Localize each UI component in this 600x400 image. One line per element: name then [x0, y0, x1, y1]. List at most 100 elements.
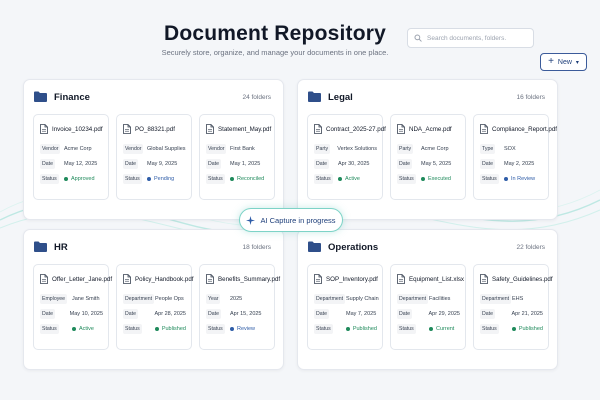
file-name[interactable]: Offer_Letter_Jane.pdf — [52, 275, 113, 283]
folder-panel-legal[interactable]: Legal 16 folders Contract_2025-27.pdf Pa… — [297, 79, 558, 220]
file-name[interactable]: NDA_Acme.pdf — [409, 125, 452, 133]
panel-title[interactable]: Finance — [54, 92, 90, 103]
search-input[interactable] — [427, 34, 527, 42]
metadata-value: Global Supplies — [147, 145, 186, 152]
file-name[interactable]: Contract_2025-27.pdf — [326, 125, 386, 133]
document-icon — [397, 124, 405, 134]
metadata-row: Party Acme Corp — [397, 141, 460, 156]
metadata-key: Vendor — [123, 143, 144, 154]
document-icon — [123, 274, 131, 284]
document-card[interactable]: Policy_Handbook.pdf Department People Op… — [116, 264, 193, 350]
status-badge: Active — [338, 176, 360, 182]
metadata-value: Facilities — [429, 295, 451, 302]
status-key: Status — [314, 323, 333, 334]
status-badge: Executed — [421, 176, 451, 182]
card-file: Benefits_Summary.pdf — [206, 272, 280, 286]
status-row: Status Active — [314, 171, 377, 186]
status-dot-icon — [429, 326, 433, 331]
card-file: Equipment_List.xlsx — [397, 272, 464, 286]
status-dot-icon — [230, 176, 234, 181]
metadata-value: Acme Corp — [64, 145, 92, 152]
file-name[interactable]: PO_88321.pdf — [135, 125, 175, 133]
document-icon — [397, 274, 405, 284]
metadata-row: Department Supply Chain — [314, 291, 379, 306]
file-name[interactable]: SOP_Inventory.pdf — [326, 275, 378, 283]
chevron-down-icon: ▾ — [575, 59, 579, 66]
status-key: Status — [397, 323, 416, 334]
folder-panel-hr[interactable]: HR 18 folders Offer_Letter_Jane.pdf Empl… — [23, 229, 284, 370]
metadata-key: Type — [480, 143, 496, 154]
document-card[interactable]: Statement_May.pdf Vendor First Bank Date… — [199, 114, 275, 200]
document-card[interactable]: Equipment_List.xlsx Department Facilitie… — [390, 264, 466, 350]
metadata-row: Year 2025 — [206, 291, 269, 306]
document-card[interactable]: Contract_2025-27.pdf Party Vertex Soluti… — [307, 114, 386, 200]
metadata-key: Date — [206, 158, 221, 169]
sparkle-icon — [246, 215, 256, 225]
metadata-row: Vendor Acme Corp — [40, 141, 103, 156]
metadata-row: Date Apr 21, 2025 — [480, 306, 543, 321]
file-name[interactable]: Safety_Guidelines.pdf — [492, 275, 553, 283]
file-name[interactable]: Policy_Handbook.pdf — [135, 275, 194, 283]
status-row: Status Approved — [40, 171, 103, 186]
ai-capture-chip[interactable]: AI Capture in progress — [239, 208, 343, 232]
metadata-value: May 2, 2025 — [504, 160, 535, 167]
document-card[interactable]: PO_88321.pdf Vendor Global Supplies Date… — [116, 114, 192, 200]
file-name[interactable]: Compliance_Report.pdf — [492, 125, 558, 133]
panel-title[interactable]: Operations — [328, 242, 379, 253]
folder-count: 22 folders — [516, 244, 545, 251]
document-cards: Invoice_10234.pdf Vendor Acme Corp Date … — [33, 114, 276, 202]
metadata-key: Date — [206, 308, 221, 319]
panel-header: Finance 24 folders — [24, 80, 283, 114]
status-dot-icon — [421, 176, 425, 181]
card-file: Offer_Letter_Jane.pdf — [40, 272, 112, 286]
status-key: Status — [314, 173, 333, 184]
status-text: Pending — [154, 175, 175, 182]
metadata-value: Jane Smith — [72, 295, 100, 302]
metadata-value: Apr 21, 2025 — [511, 310, 544, 317]
card-metadata: Party Acme Corp Date May 5, 2025 Status … — [397, 141, 460, 186]
card-file: Policy_Handbook.pdf — [123, 272, 193, 286]
document-icon — [40, 124, 48, 134]
metadata-key: Department — [314, 293, 346, 304]
status-key: Status — [123, 173, 142, 184]
document-card[interactable]: Compliance_Report.pdf Type SOX Date May … — [473, 114, 557, 200]
metadata-row: Date May 7, 2025 — [314, 306, 377, 321]
metadata-key: Department — [123, 293, 155, 304]
file-name[interactable]: Statement_May.pdf — [218, 125, 272, 133]
metadata-row: Department People Ops — [123, 291, 186, 306]
status-dot-icon — [338, 176, 342, 181]
status-text: Active — [345, 175, 360, 182]
file-name[interactable]: Equipment_List.xlsx — [409, 275, 465, 283]
metadata-value: May 9, 2025 — [147, 160, 178, 167]
document-card[interactable]: Invoice_10234.pdf Vendor Acme Corp Date … — [33, 114, 109, 200]
search-box[interactable] — [407, 28, 534, 48]
metadata-row: Date May 5, 2025 — [397, 156, 460, 171]
metadata-key: Date — [40, 158, 55, 169]
document-card[interactable]: NDA_Acme.pdf Party Acme Corp Date May 5,… — [390, 114, 466, 200]
page-header: Document Repository Securely store, orga… — [0, 0, 600, 76]
folder-panel-finance[interactable]: Finance 24 folders Invoice_10234.pdf Ven… — [23, 79, 284, 220]
status-badge: Reconciled — [230, 176, 264, 182]
status-key: Status — [480, 323, 499, 334]
metadata-value: Supply Chain — [346, 295, 379, 302]
metadata-value: Apr 15, 2025 — [230, 310, 262, 317]
document-card[interactable]: SOP_Inventory.pdf Department Supply Chai… — [307, 264, 383, 350]
document-card[interactable]: Safety_Guidelines.pdf Department EHS Dat… — [473, 264, 553, 350]
file-name[interactable]: Invoice_10234.pdf — [52, 125, 103, 133]
document-card[interactable]: Offer_Letter_Jane.pdf Employee Jane Smit… — [33, 264, 112, 350]
status-key: Status — [397, 173, 416, 184]
document-card[interactable]: Benefits_Summary.pdf Year 2025 Date Apr … — [199, 264, 280, 350]
status-row: Status Published — [314, 321, 377, 336]
file-name[interactable]: Benefits_Summary.pdf — [218, 275, 281, 283]
card-metadata: Year 2025 Date Apr 15, 2025 Status Revie… — [206, 291, 269, 336]
status-row: Status Current — [397, 321, 460, 336]
new-button[interactable]: + New ▾ — [540, 53, 587, 71]
metadata-key: Vendor — [206, 143, 227, 154]
folder-panel-operations[interactable]: Operations 22 folders SOP_Inventory.pdf … — [297, 229, 558, 370]
metadata-row: Party Vertex Solutions — [314, 141, 377, 156]
card-metadata: Department People Ops Date Apr 28, 2025 … — [123, 291, 186, 336]
panel-title[interactable]: Legal — [328, 92, 353, 103]
card-file: Compliance_Report.pdf — [480, 122, 557, 136]
panel-title[interactable]: HR — [54, 242, 68, 253]
status-row: Status Published — [480, 321, 543, 336]
